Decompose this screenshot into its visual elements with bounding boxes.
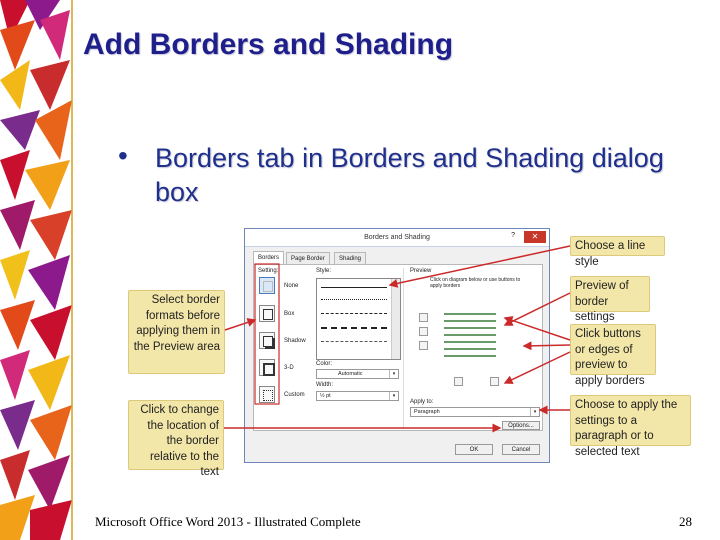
setting-box-label: Box xyxy=(284,311,295,317)
setting-box-icon[interactable] xyxy=(259,305,275,322)
callout-preview-settings: Preview of border settings xyxy=(570,276,650,323)
chevron-down-icon: ▾ xyxy=(530,408,539,416)
color-value: Automatic xyxy=(338,371,363,377)
bullet-text: Borders tab in Borders and Shading dialo… xyxy=(155,143,664,207)
setting-shadow-icon[interactable] xyxy=(259,332,275,349)
setting-none-icon[interactable] xyxy=(259,277,275,294)
bottom-border-button[interactable] xyxy=(419,341,428,350)
callout-change-location: Click to change the location of the bord… xyxy=(128,400,224,478)
decorative-side-band xyxy=(0,0,76,540)
slide-title: Add Borders and Shading xyxy=(83,28,454,61)
setting-shadow-label: Shadow xyxy=(284,338,306,344)
chevron-down-icon: ▾ xyxy=(389,392,398,400)
right-border-button[interactable] xyxy=(490,377,499,386)
preview-text-line xyxy=(444,355,496,357)
style-option-solid[interactable] xyxy=(321,287,387,288)
close-icon[interactable]: ✕ xyxy=(524,231,546,243)
dialog-title: Borders and Shading xyxy=(364,234,430,241)
style-option-dash-dot[interactable] xyxy=(321,341,387,342)
callout-select-formats: Select border formats before applying th… xyxy=(128,290,225,374)
borders-and-shading-dialog: Borders and Shading ? ✕ Borders Page Bor… xyxy=(244,228,550,463)
style-label: Style: xyxy=(316,268,332,274)
line-style-list[interactable] xyxy=(316,278,401,360)
style-option-dashed[interactable] xyxy=(321,313,387,314)
color-label: Color: xyxy=(316,361,333,367)
bullet-marker: • xyxy=(118,140,128,171)
dialog-titlebar: Borders and Shading ? ✕ xyxy=(245,229,549,247)
callout-click-buttons: Click buttons or edges of preview to app… xyxy=(570,324,656,387)
preview-text-line xyxy=(444,313,496,315)
apply-to-label: Apply to: xyxy=(410,399,434,405)
chevron-down-icon: ▾ xyxy=(389,370,398,378)
preview-text-line xyxy=(444,334,496,336)
style-option-long-dash[interactable] xyxy=(321,327,387,329)
apply-to-value: Paragraph xyxy=(414,409,440,415)
ok-button[interactable]: OK xyxy=(455,444,493,455)
borders-panel: Setting: None Box Shadow 3-D Custom Styl… xyxy=(253,264,543,431)
preview-text-line xyxy=(444,320,496,322)
setting-3d-label: 3-D xyxy=(284,365,294,371)
apply-to-select[interactable]: Paragraph ▾ xyxy=(410,407,540,417)
setting-custom-icon[interactable] xyxy=(259,386,275,403)
preview-label: Preview xyxy=(410,268,432,274)
preview-text-line xyxy=(444,341,496,343)
preview-text-line xyxy=(444,348,496,350)
page-number: 28 xyxy=(679,514,692,529)
setting-3d-icon[interactable] xyxy=(259,359,275,376)
preview-hint: Click on diagram below or use buttons to… xyxy=(430,277,521,289)
width-value: ½ pt xyxy=(320,393,331,399)
middle-border-button[interactable] xyxy=(419,327,428,336)
help-icon[interactable]: ? xyxy=(511,232,515,239)
callout-apply-to: Choose to apply the settings to a paragr… xyxy=(570,395,691,458)
cancel-button[interactable]: Cancel xyxy=(502,444,540,455)
width-select[interactable]: ½ pt ▾ xyxy=(316,391,399,401)
setting-label: Setting: xyxy=(258,268,279,274)
setting-none-label: None xyxy=(284,283,299,289)
setting-custom-label: Custom xyxy=(284,392,305,398)
style-list-scrollbar[interactable] xyxy=(391,279,400,359)
panel-divider xyxy=(403,268,404,428)
tab-shading[interactable]: Shading xyxy=(334,252,367,265)
color-select[interactable]: Automatic ▾ xyxy=(316,369,399,379)
left-border-button[interactable] xyxy=(454,377,463,386)
tab-borders[interactable]: Borders xyxy=(253,251,285,265)
options-button[interactable]: Options... xyxy=(502,421,540,430)
callout-line-style: Choose a line style xyxy=(570,236,665,268)
footer-text: Microsoft Office Word 2013 - Illustrated… xyxy=(95,514,361,529)
top-border-button[interactable] xyxy=(419,313,428,322)
preview-text-line xyxy=(444,327,496,329)
tab-page-border[interactable]: Page Border xyxy=(286,252,330,265)
style-option-dotted[interactable] xyxy=(321,299,387,300)
preview-diagram[interactable] xyxy=(444,307,496,362)
width-label: Width: xyxy=(316,382,334,388)
